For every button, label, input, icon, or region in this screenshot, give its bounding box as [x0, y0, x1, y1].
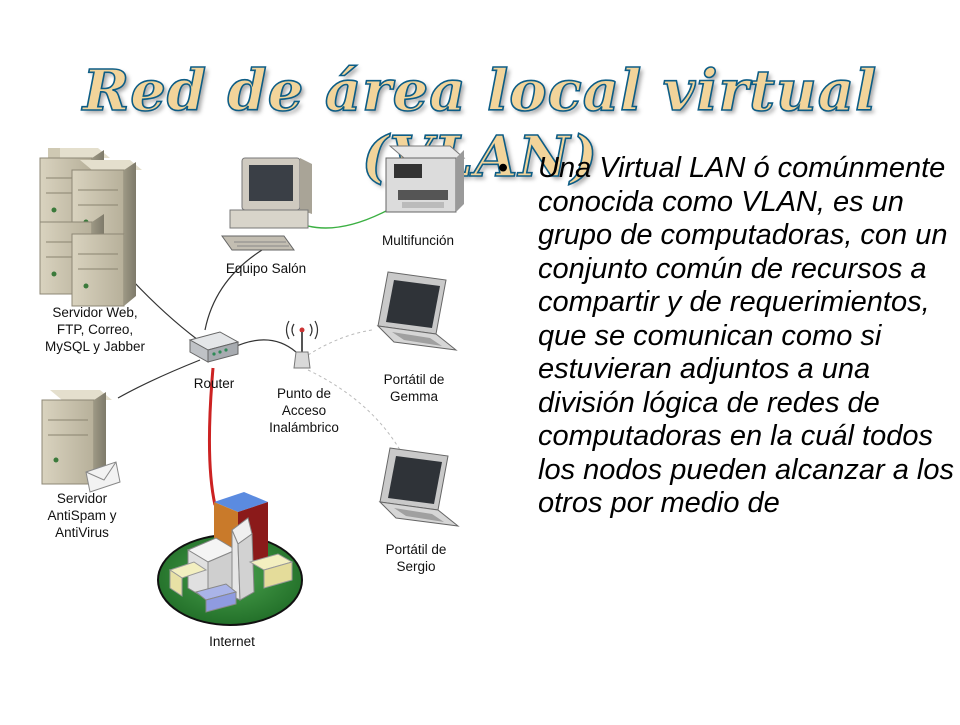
label-router: Router	[194, 375, 235, 392]
link-equipo-router	[204, 249, 263, 331]
label-antispam: Servidor AntiSpam y AntiVirus	[47, 490, 116, 541]
label-line: Multifunción	[381, 233, 455, 248]
network-diagram: Servidor Web, FTP, Correo, MySQL y Jabbe…	[0, 130, 480, 720]
bullet-marker: •	[498, 152, 509, 184]
label-line: FTP, Correo,	[56, 322, 134, 337]
label-line: AntiSpam y	[47, 508, 117, 523]
label-line: Portátil de	[385, 542, 447, 557]
server-rack-icon	[39, 148, 142, 307]
label-internet: Internet	[209, 633, 255, 650]
slide-title: Red de área local virtual (VLAN)	[82, 57, 878, 191]
link-servers-router	[131, 279, 199, 341]
printer-icon	[385, 145, 466, 213]
city-icon	[157, 492, 303, 626]
router-icon	[188, 331, 240, 363]
link-router-antispam	[117, 359, 201, 399]
laptop-icon	[376, 271, 458, 351]
label-servers: Servidor Web, FTP, Correo, MySQL y Jabbe…	[45, 304, 145, 355]
cable-lines	[117, 249, 297, 399]
label-multifuncion: Multifunción	[382, 232, 454, 249]
wireless-links	[307, 329, 401, 451]
link-router-ap	[231, 339, 297, 353]
label-line: Router	[193, 376, 235, 391]
diagram-drawing	[39, 145, 466, 626]
label-line: Servidor Web,	[52, 305, 138, 320]
label-line: MySQL y Jabber	[44, 339, 146, 354]
bullet-list: • Una Virtual LAN ó comúnmente conocida …	[498, 152, 960, 521]
label-equipo: Equipo Salón	[226, 260, 306, 277]
label-gemma: Portátil de Gemma	[384, 371, 445, 405]
label-line: Inalámbrico	[269, 420, 339, 435]
label-line: Gemma	[389, 389, 439, 404]
label-line: Acceso	[281, 403, 327, 418]
wireless-access-point-icon	[285, 320, 319, 369]
label-line: Portátil de	[383, 372, 445, 387]
label-line: AntiVirus	[55, 525, 109, 540]
label-line: Sergio	[396, 559, 436, 574]
label-line: Equipo Salón	[225, 261, 307, 276]
label-access-point: Punto de Acceso Inalámbrico	[269, 385, 339, 436]
laptop-icon	[378, 447, 460, 527]
label-line: Internet	[209, 634, 255, 649]
desktop-computer-icon	[221, 157, 312, 251]
server-icon	[41, 390, 121, 493]
label-line: Punto de	[276, 386, 332, 401]
link-router-internet	[207, 367, 217, 506]
bullet-text: Una Virtual LAN ó comúnmente conocida co…	[538, 152, 954, 519]
label-line: Servidor	[56, 491, 108, 506]
label-sergio: Portátil de Sergio	[386, 541, 447, 575]
